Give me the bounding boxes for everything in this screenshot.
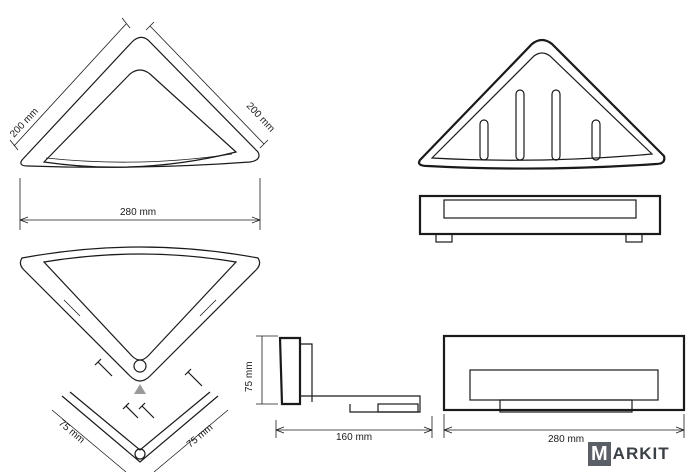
up-arrow-icon [134,384,146,394]
width-dimension-line [19,178,261,230]
dim-width-280: 280 mm [120,207,156,218]
bottom-view-shelf [19,246,261,382]
dim-corner-right-75: 75 mm [185,422,215,450]
top-view-shelf [9,17,269,168]
side-view [256,335,433,438]
perspective-view [417,38,666,170]
dim-width-back-280: 280 mm [548,434,584,445]
dim-corner-left-75: 75 mm [56,418,86,446]
dim-top-right-200: 200 mm [244,101,277,135]
front-elevation-view [418,194,662,243]
brand-logo: M ARKIT [588,442,670,466]
corner-bracket-view [51,391,229,473]
dim-height-75: 75 mm [244,361,255,392]
logo-text: ARKIT [612,444,670,463]
back-elevation-view [442,334,686,438]
dim-depth-160: 160 mm [336,432,372,443]
mounting-screws [94,358,203,419]
logo-boxed-letter: M [588,442,611,466]
